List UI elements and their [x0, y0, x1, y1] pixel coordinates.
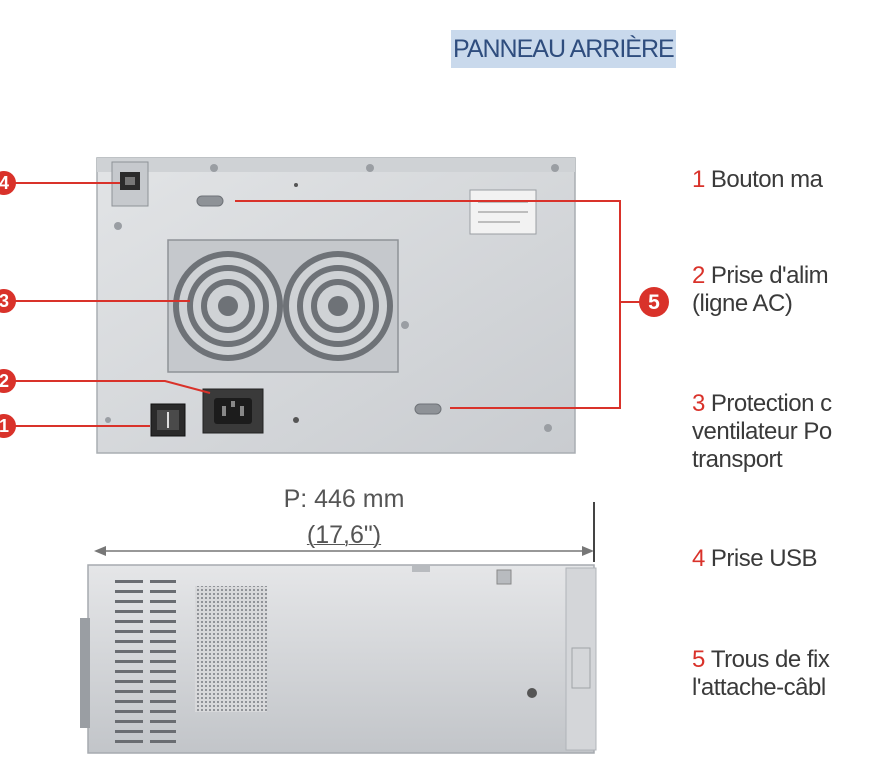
depth-label-inches: (17,6"): [306, 521, 382, 549]
legend-text: Prise USB: [710, 545, 818, 572]
callout-badge-2: 2: [0, 369, 16, 393]
callout-badge-4: 4: [0, 171, 16, 195]
svg-text:2: 2: [0, 371, 9, 391]
legend-text: Trous de fix: [710, 646, 830, 673]
svg-text:4: 4: [0, 173, 9, 193]
legend-number: 4: [692, 545, 705, 572]
legend-number: 5: [692, 646, 705, 673]
svg-text:1: 1: [0, 416, 9, 436]
legend-text: (ligne AC): [692, 290, 793, 317]
fan-guard: [167, 239, 399, 373]
legend-text: l'attache-câbl: [692, 674, 826, 701]
callout-badge-1: 1: [0, 414, 16, 438]
legend-number: 1: [692, 166, 705, 193]
legend-text: Prise d'alim: [710, 262, 829, 289]
legend-text: ventilateur Po: [692, 418, 832, 445]
main-switch: [150, 403, 186, 437]
depth-label: P: 446 mm: [283, 485, 405, 513]
legend-text: Protection c: [710, 390, 832, 417]
svg-text:5: 5: [648, 291, 660, 314]
svg-text:3: 3: [0, 291, 9, 311]
callout-badge-5: 5: [639, 287, 669, 317]
legend-text: Bouton ma: [710, 166, 823, 193]
callout-badge-3: 3: [0, 289, 16, 313]
callout-lines: [10, 182, 640, 427]
printer-side-view: [80, 564, 597, 754]
page-title: PANNEAU ARRIÈRE: [451, 30, 676, 68]
legend-number: 3: [692, 390, 705, 417]
legend-number: 2: [692, 262, 705, 289]
depth-dimension-arrow: [94, 502, 595, 562]
legend-text: transport: [692, 446, 783, 473]
power-inlet: [202, 388, 264, 434]
